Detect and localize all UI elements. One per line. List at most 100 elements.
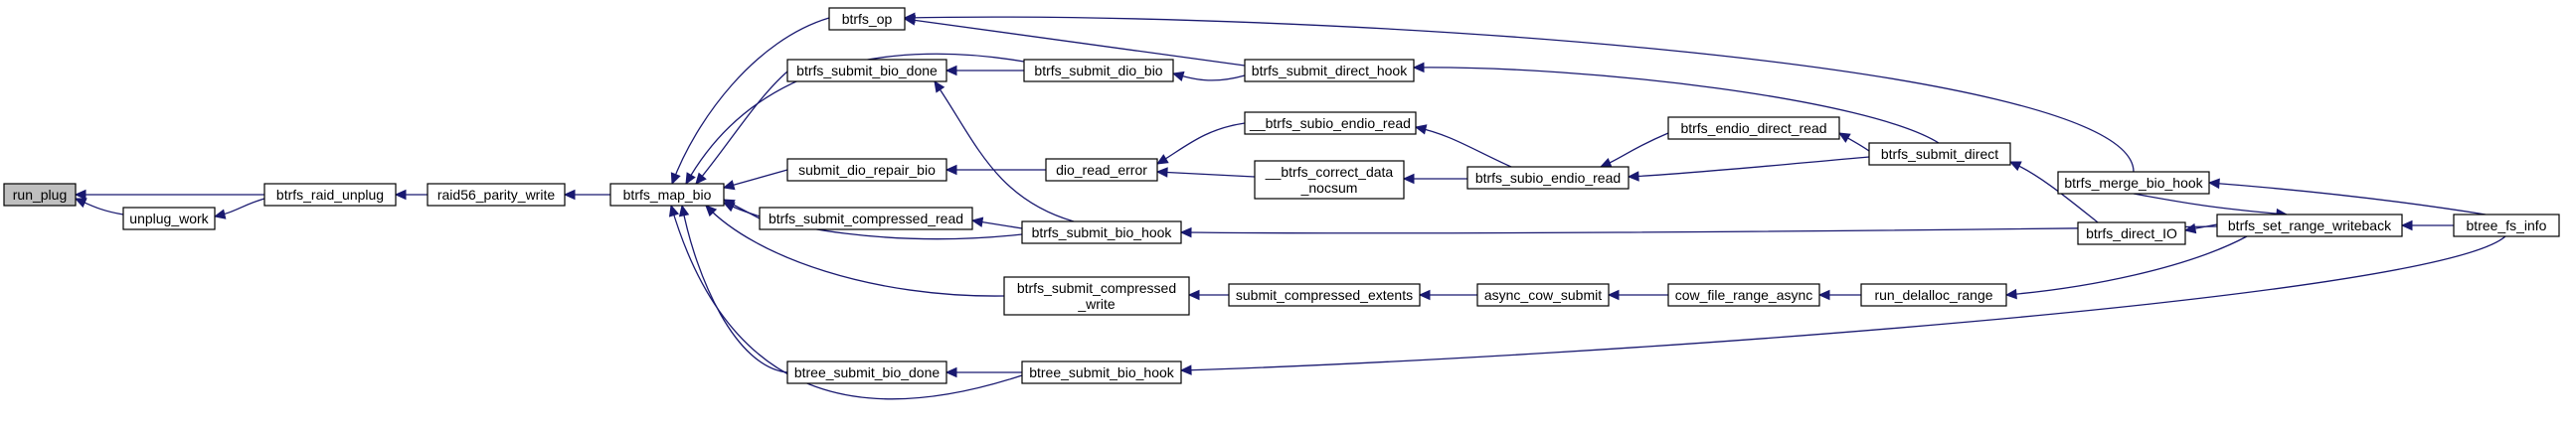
node-box[interactable]	[1476, 283, 1610, 307]
node-label: btrfs_set_range_writeback	[2228, 217, 2392, 233]
node-box[interactable]	[427, 183, 566, 207]
node-unplug-work[interactable]: unplug_work	[122, 207, 216, 230]
node-raid56-parity-write[interactable]: raid56_parity_write	[427, 183, 566, 207]
node-label: btrfs_subio_endio_read	[1475, 170, 1621, 186]
node-btrfs-merge-bio-hook[interactable]: btrfs_merge_bio_hook	[2057, 171, 2210, 195]
node-btrfs-submit-bio-hook[interactable]: btrfs_submit_bio_hook	[1021, 220, 1182, 244]
node-box[interactable]	[786, 158, 947, 182]
arrowhead-icon	[685, 172, 696, 186]
node-label: cow_file_range_async	[1675, 287, 1813, 303]
node-btrfs-endio-direct-read[interactable]: btrfs_endio_direct_read	[1667, 116, 1840, 140]
node-btrfs-submit-bio-done[interactable]: btrfs_submit_bio_done	[786, 59, 947, 82]
node-box[interactable]	[1466, 166, 1630, 190]
edge-line	[1156, 171, 1256, 178]
edge-btrfs_raid_unplug-to-run_plug	[74, 189, 264, 201]
node-btrfs-op[interactable]: btrfs_op	[828, 7, 906, 31]
node-btrfs-direct-IO[interactable]: btrfs_direct_IO	[2077, 221, 2186, 245]
node-box[interactable]	[828, 7, 906, 31]
node-label: raid56_parity_write	[437, 187, 555, 203]
node-btrfs-correct-data-nocsum[interactable]: __btrfs_correct_data_nocsum	[1254, 160, 1405, 200]
node-btree-fs-info[interactable]: btree_fs_info	[2453, 214, 2560, 237]
node-label: btrfs_raid_unplug	[276, 187, 384, 203]
arrowhead-icon	[1418, 289, 1431, 301]
node-btrfs-submit-direct[interactable]: btrfs_submit_direct	[1868, 142, 2011, 166]
node-cow-file-range-async[interactable]: cow_file_range_async	[1667, 283, 1820, 307]
node-label: submit_compressed_extents	[1236, 287, 1413, 303]
node-label: btrfs_map_bio	[623, 187, 712, 203]
node-submit-compressed-extents[interactable]: submit_compressed_extents	[1228, 283, 1421, 307]
edge-submit_compressed_extents-to-btrfs_submit_compressed_write	[1187, 289, 1229, 301]
edge-line	[670, 205, 1023, 400]
node-box[interactable]	[1021, 360, 1182, 384]
node-box[interactable]	[2453, 214, 2560, 237]
arrowhead-icon	[970, 216, 984, 227]
node-box[interactable]	[2216, 214, 2403, 237]
edge-run_delalloc_range-to-cow_file_range_async	[1817, 289, 1861, 301]
node-btrfs-submit-compressed-write[interactable]: btrfs_submit_compressed_write	[1003, 276, 1190, 316]
edge-line	[671, 17, 830, 185]
node-box[interactable]	[3, 183, 77, 207]
edge-submit_dio_repair_bio-to-btrfs_map_bio	[722, 169, 788, 191]
node-label: btrfs_merge_bio_hook	[2064, 175, 2203, 191]
node-box[interactable]	[263, 183, 397, 207]
node-btree-submit-bio-hook[interactable]: btree_submit_bio_hook	[1021, 360, 1182, 384]
node-run-plug[interactable]: run_plug	[3, 183, 77, 207]
node-btrfs-map-bio[interactable]: btrfs_map_bio	[609, 183, 725, 207]
node-box[interactable]	[1003, 276, 1190, 316]
node-btrfs-submit-compressed-read[interactable]: btrfs_submit_compressed_read	[759, 207, 973, 230]
node-box[interactable]	[1021, 220, 1182, 244]
arrowhead-icon	[74, 198, 87, 209]
node-btrfs-subio-endio-read[interactable]: __btrfs_subio_endio_read	[1244, 111, 1417, 135]
arrowhead-icon	[945, 366, 957, 378]
edge-line	[695, 71, 788, 185]
node-async-cow-submit[interactable]: async_cow_submit	[1476, 283, 1610, 307]
edge-dio_read_error-to-submit_dio_repair_bio	[945, 164, 1046, 176]
node-btrfs-raid-unplug[interactable]: btrfs_raid_unplug	[263, 183, 397, 207]
arrowhead-icon	[2183, 222, 2197, 234]
edge-btrfs_set_range_writeback-to-btrfs_direct_IO	[2183, 222, 2218, 234]
node-run-delalloc-range[interactable]: run_delalloc_range	[1860, 283, 2007, 307]
node-dio-read-error[interactable]: dio_read_error	[1045, 158, 1158, 182]
node-box[interactable]	[1860, 283, 2007, 307]
node-label: btrfs_submit_compressed_read	[769, 211, 963, 226]
node-box[interactable]	[122, 207, 216, 230]
node-box[interactable]	[1667, 116, 1840, 140]
node-btree-submit-bio-done[interactable]: btree_submit_bio_done	[786, 360, 947, 384]
node-box[interactable]	[759, 207, 973, 230]
node-box[interactable]	[609, 183, 725, 207]
node-btrfs-submit-direct-hook[interactable]: btrfs_submit_direct_hook	[1244, 59, 1415, 82]
node-box[interactable]	[1023, 59, 1174, 82]
node-btrfs-subio-endio-read[interactable]: btrfs_subio_endio_read	[1466, 166, 1630, 190]
edge-btrfs_submit_bio_done-to-btrfs_map_bio	[695, 71, 788, 185]
arrowhead-icon	[1155, 167, 1168, 178]
node-label: btrfs_submit_compressed	[1017, 280, 1176, 296]
arrowhead-icon	[668, 204, 680, 217]
node-label: run_plug	[13, 187, 68, 203]
node-box[interactable]	[2077, 221, 2186, 245]
arrowhead-icon	[1179, 364, 1192, 375]
arrowhead-icon	[945, 65, 957, 76]
node-label: run_delalloc_range	[1874, 287, 1992, 303]
node-submit-dio-repair-bio[interactable]: submit_dio_repair_bio	[786, 158, 947, 182]
edge-line	[934, 80, 1075, 222]
node-box[interactable]	[1244, 111, 1417, 135]
node-box[interactable]	[1045, 158, 1158, 182]
node-box[interactable]	[2057, 171, 2210, 195]
node-box[interactable]	[786, 360, 947, 384]
call-graph-nodes: run_plug unplug_work btrfs_raid_unplug raid…	[3, 7, 2560, 384]
node-box[interactable]	[1244, 59, 1415, 82]
edge-btrfs_submit_bio_hook-to-btrfs_submit_compressed_read	[970, 216, 1023, 229]
node-box[interactable]	[1254, 160, 1405, 200]
node-btrfs-set-range-writeback[interactable]: btrfs_set_range_writeback	[2216, 214, 2403, 237]
node-box[interactable]	[1228, 283, 1421, 307]
edge-btree_submit_bio_done-to-btrfs_map_bio	[678, 204, 788, 373]
edge-__btrfs_correct_data_nocsum-to-dio_read_error	[1155, 167, 1256, 178]
node-label: btrfs_op	[842, 11, 893, 27]
node-box[interactable]	[786, 59, 947, 82]
node-box[interactable]	[1868, 142, 2011, 166]
node-btrfs-submit-dio-bio[interactable]: btrfs_submit_dio_bio	[1023, 59, 1174, 82]
edge-btrfs_submit_direct_hook-to-btrfs_submit_dio_bio	[1171, 71, 1246, 82]
node-box[interactable]	[1667, 283, 1820, 307]
edge-line	[723, 202, 1023, 240]
